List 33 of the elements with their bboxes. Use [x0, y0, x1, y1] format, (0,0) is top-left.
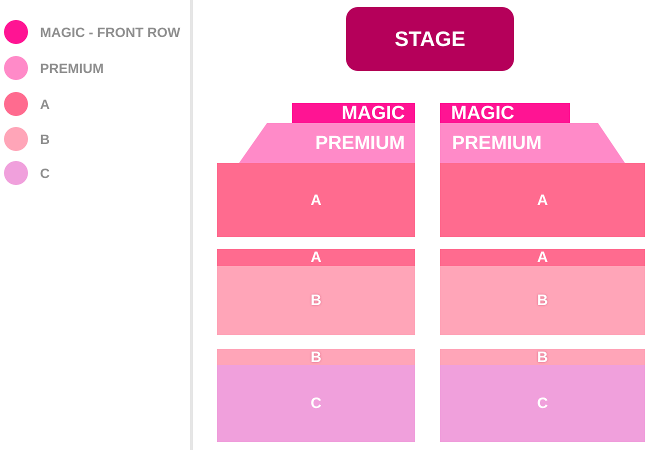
seating-section — [217, 365, 415, 442]
legend-label: MAGIC - FRONT ROW — [40, 24, 180, 40]
seating-section — [217, 249, 415, 266]
seating-section — [440, 249, 645, 266]
stage-label: STAGE — [394, 28, 466, 50]
section-label: A — [310, 192, 322, 208]
legend-label: C — [40, 166, 50, 180]
section-label: A — [537, 192, 548, 208]
seating-section — [217, 349, 415, 365]
section-label: MAGIC — [342, 104, 405, 123]
seating-section — [440, 365, 645, 442]
legend-label: A — [40, 96, 50, 112]
seating-section — [217, 266, 415, 335]
seating-section — [217, 163, 415, 237]
section-label: MAGIC — [451, 104, 514, 123]
seating-section — [440, 349, 645, 365]
section-label: PREMIUM — [452, 134, 542, 152]
section-label: C — [537, 396, 548, 411]
section-label: B — [537, 350, 548, 364]
section-label: B — [310, 293, 322, 308]
legend-label: PREMIUM — [40, 60, 104, 76]
seating-section — [292, 103, 415, 124]
section-label: A — [537, 250, 548, 265]
seating-section — [440, 163, 645, 237]
section-label: B — [537, 293, 548, 308]
legend-label: B — [40, 132, 50, 146]
section-label: PREMIUM — [315, 134, 405, 152]
section-label: C — [310, 396, 322, 411]
section-label: A — [310, 250, 322, 265]
stage-block — [346, 7, 514, 71]
section-label: B — [310, 350, 322, 364]
seating-section — [440, 266, 645, 335]
seating-section — [440, 103, 570, 124]
